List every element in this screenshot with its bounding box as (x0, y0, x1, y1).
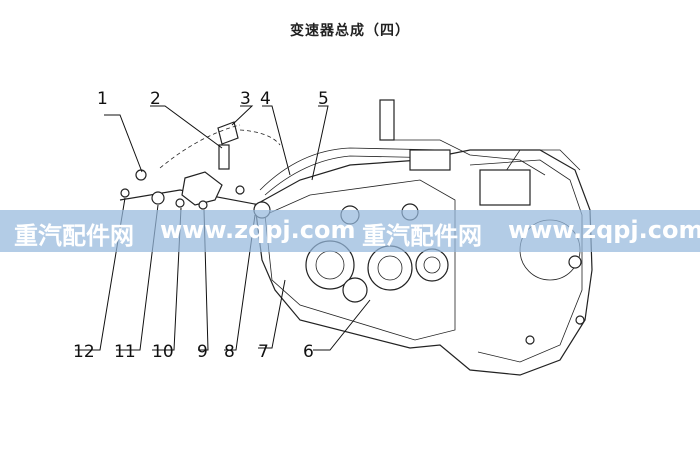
callout-3: 3 (240, 89, 251, 109)
watermark-text-1: 重汽配件网 (14, 222, 134, 250)
leader-lines (75, 105, 371, 351)
callout-11: 11 (114, 342, 136, 362)
diagram-title: 变速器总成（四） (290, 23, 410, 39)
callout-4: 4 (260, 89, 271, 109)
watermark-text-3: 重汽配件网 (362, 222, 482, 250)
callout-12: 12 (73, 342, 95, 362)
callout-2: 2 (150, 89, 161, 109)
watermark-text-4: www.zqpj.com (508, 216, 700, 244)
gearbox-housing (254, 99, 593, 376)
callout-labels: 1 2 3 4 5 6 7 8 9 10 11 12 (73, 89, 329, 362)
watermark-text-2: www.zqpj.com (160, 216, 356, 244)
shift-linkage-parts (119, 121, 281, 219)
callout-8: 8 (224, 342, 235, 362)
callout-5: 5 (318, 89, 329, 109)
callout-7: 7 (258, 342, 269, 362)
callout-1: 1 (97, 89, 108, 109)
watermark-band: 重汽配件网 www.zqpj.com 重汽配件网 www.zqpj.com (0, 210, 700, 252)
callout-6: 6 (303, 342, 314, 362)
callout-9: 9 (197, 342, 208, 362)
callout-10: 10 (152, 342, 174, 362)
